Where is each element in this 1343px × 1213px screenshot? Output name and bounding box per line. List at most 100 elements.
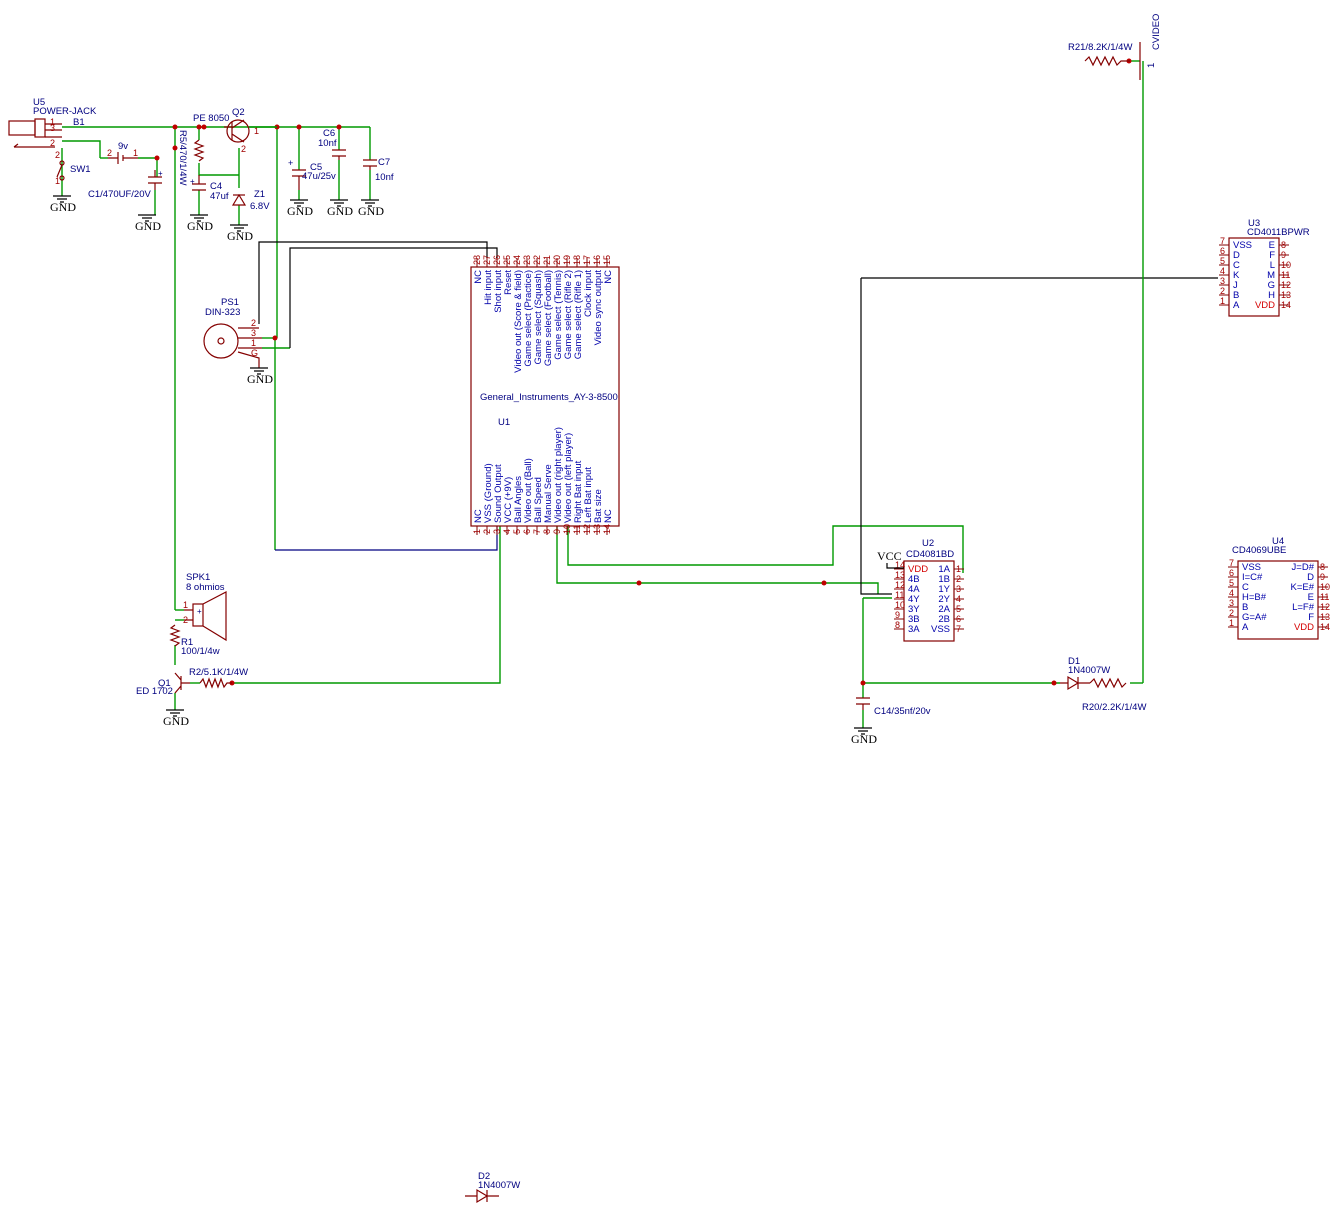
pin-number: 14: [1320, 622, 1330, 632]
u1-pin-label: Hit input: [483, 270, 494, 305]
r1-value: 100/1/4w: [181, 646, 220, 657]
pin-label: 1A: [938, 564, 950, 575]
pin-label: 3B: [908, 614, 920, 625]
capacitor-c5: + C5 47u/25v: [288, 158, 336, 190]
connector-cvideo: CVIDEO 1: [1139, 14, 1162, 80]
svg-text:2: 2: [251, 318, 256, 328]
c7-value: 10nf: [375, 172, 394, 183]
u1-pin-number: 16: [592, 255, 602, 265]
u1-pin-number: 4: [502, 529, 512, 534]
svg-text:1: 1: [254, 126, 259, 136]
pin-number: 4: [1220, 266, 1225, 276]
resistor-r2: R2/5.1K/1/4W: [189, 667, 248, 689]
svg-text:+: +: [288, 158, 293, 168]
u3-value: CD4011BPWR: [1247, 227, 1310, 238]
pin-number: 12: [1320, 602, 1330, 612]
q1-value: ED 1702: [136, 686, 173, 697]
pin-number: 1: [956, 564, 961, 574]
u1-pin-number: 6: [522, 529, 532, 534]
u1-pin-number: 3: [492, 529, 502, 534]
pin-number: 13: [1320, 612, 1330, 622]
r1-ref: R1: [181, 637, 193, 648]
capacitor-c7: C7 10nf: [363, 157, 394, 183]
pin-label: C: [1233, 260, 1240, 271]
u1-pin-label: NC: [603, 509, 614, 523]
u1-pin-number: 25: [502, 255, 512, 265]
u1-pin-number: 8: [542, 529, 552, 534]
pin-number: 5: [1220, 256, 1225, 266]
pin-number: 11: [1320, 592, 1329, 602]
u1-pin-number: 5: [512, 529, 522, 534]
pin-label: VDD: [1255, 300, 1275, 311]
u1-pin-label: Game select (Football): [543, 270, 554, 366]
pin-label: 4B: [908, 574, 920, 585]
ground-label: GND: [135, 219, 161, 233]
pin-label: E: [1308, 592, 1314, 603]
ground-label: GND: [358, 204, 384, 218]
diode-d2: D2 1N4007W: [465, 1171, 520, 1204]
c4-value: 47uf: [210, 191, 229, 202]
ground-bars: [190, 214, 208, 222]
u1-pin-number: 23: [522, 255, 532, 265]
pin-number: 10: [1281, 260, 1291, 270]
u2-ref: U2: [922, 538, 934, 549]
u1-pin-label: Game select (Rifle 2): [563, 270, 574, 359]
u1-pin-label: Ball Angles: [513, 476, 524, 523]
pin-label: H: [1268, 290, 1275, 301]
cvideo-pin: 1: [1146, 63, 1157, 68]
svg-text:2: 2: [107, 148, 112, 158]
d2-ref: D2: [478, 1171, 490, 1182]
u1-pin-label: Right Bat input: [573, 460, 584, 523]
pin-label: A: [1242, 622, 1249, 633]
pin-number: 13: [895, 570, 905, 580]
pin-label: H=B#: [1242, 592, 1267, 603]
r2-label: R2/5.1K/1/4W: [189, 667, 248, 678]
svg-text:2: 2: [241, 144, 246, 154]
u1-pin-number: 2: [482, 529, 492, 534]
ground-bars: [138, 214, 156, 222]
pin-number: 3: [1229, 598, 1234, 608]
u1-pin-label: Game select (Practice): [523, 270, 534, 367]
u1-pin-label: Game select (Rifle 1): [573, 270, 584, 359]
u1-pin-number: 10: [562, 524, 572, 534]
vcc-label: VCC: [877, 549, 902, 563]
ground-bars: [53, 195, 71, 203]
u1-pin-number: 18: [572, 255, 582, 265]
pin-number: 8: [1320, 562, 1325, 572]
c4-ref: C4: [210, 181, 222, 192]
u1-pin-label: Shot input: [493, 270, 504, 313]
c5-value: 47u/25v: [302, 171, 336, 182]
u5-value: POWER-JACK: [33, 106, 97, 117]
pin-number: 7: [1220, 236, 1225, 246]
pin-number: 3: [956, 584, 961, 594]
ground-bars: [166, 709, 184, 717]
pin-number: 12: [1281, 280, 1291, 290]
spk1-value: 8 ohmios: [186, 582, 225, 593]
u1-pin-number: 20: [552, 255, 562, 265]
u1-pin-label: NC: [473, 270, 484, 284]
ground-label: GND: [187, 219, 213, 233]
c6-ref: C6: [323, 128, 335, 139]
ground-symbol: GND: [187, 214, 213, 233]
svg-text:2: 2: [50, 138, 55, 148]
ground-symbol: GND: [163, 709, 189, 728]
pin-number: 7: [956, 624, 961, 634]
pin-number: 6: [1229, 568, 1234, 578]
svg-text:3: 3: [251, 328, 256, 338]
u1-pin-number: 1: [472, 529, 482, 534]
pin-number: 3: [1220, 276, 1225, 286]
u1-pin-number: 28: [472, 255, 482, 265]
capacitor-c4: + C4 47uf: [190, 175, 229, 202]
pin-label: J: [1233, 280, 1238, 291]
pin-number: 4: [956, 594, 961, 604]
u1-pin-label: Video sync output: [593, 270, 604, 346]
u1-pin-number: 27: [482, 255, 492, 265]
pin-number: 10: [1320, 582, 1330, 592]
svg-text:+: +: [190, 177, 195, 186]
pin-label: G=A#: [1242, 612, 1267, 623]
u1-pin-label: Video out (Score & field): [513, 270, 524, 373]
u1-pin-label: Manual Serve: [543, 464, 554, 523]
